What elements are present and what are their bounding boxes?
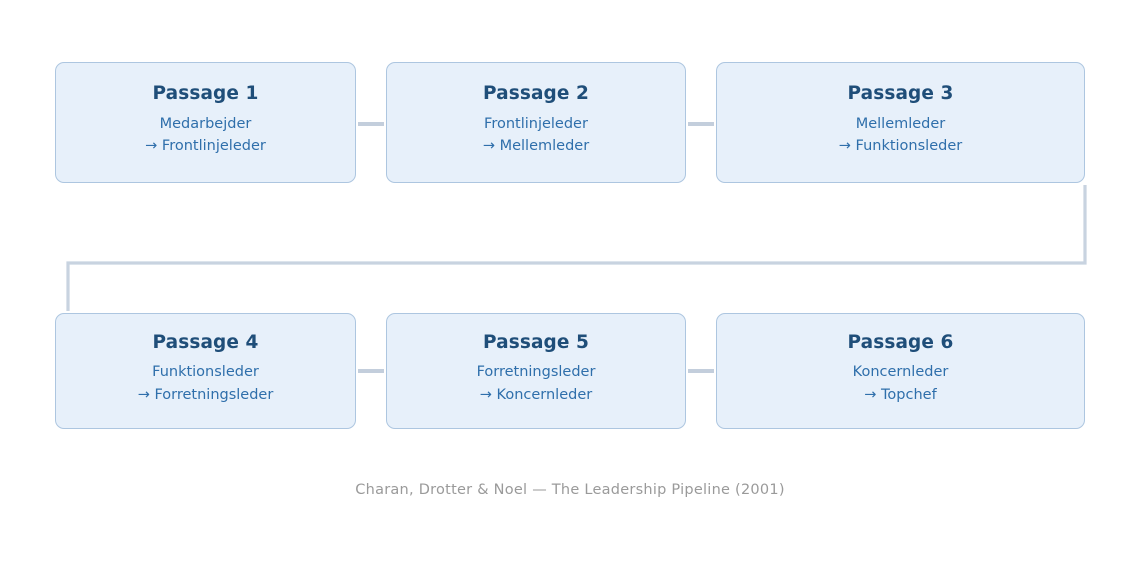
node-role-to: → Funktionsleder [838,138,963,155]
node-title: Passage 5 [482,331,590,353]
node-passage-5[interactable]: Passage 5 Forretningsleder → Koncernlede… [386,313,686,429]
diagram-caption: Charan, Drotter & Noel — The Leadership … [355,482,785,498]
node-role-to: → Forretningsleder [137,386,274,403]
node-role-from: Medarbejder [159,115,252,132]
node-passage-3[interactable]: Passage 3 Mellemleder → Funktionsleder [716,62,1085,183]
node-title: Passage 2 [482,83,590,105]
node-role-to: → Koncernleder [479,386,593,403]
node-role-from: Forretningsleder [476,364,596,381]
node-title: Passage 4 [152,331,259,353]
node-title: Passage 6 [847,331,954,353]
node-role-from: Mellemleder [855,115,946,132]
connector-passage3-passage4-wrap [66,185,1087,311]
node-passage-1[interactable]: Passage 1 Medarbejder → Frontlinjeleder [55,62,356,183]
node-passage-6[interactable]: Passage 6 Koncernleder → Topchef [716,313,1085,429]
node-passage-2[interactable]: Passage 2 Frontlinjeleder → Mellemleder [386,62,686,183]
node-role-from: Frontlinjeleder [484,115,588,132]
node-role-to: → Frontlinjeleder [145,138,266,155]
node-passage-4[interactable]: Passage 4 Funktionsleder → Forretningsle… [55,313,356,429]
node-title: Passage 1 [152,83,259,105]
node-role-to: → Mellemleder [482,138,590,155]
node-role-from: Koncernleder [852,364,949,381]
node-role-to: → Topchef [864,386,937,403]
node-title: Passage 3 [847,83,954,105]
node-role-from: Funktionsleder [152,364,259,381]
